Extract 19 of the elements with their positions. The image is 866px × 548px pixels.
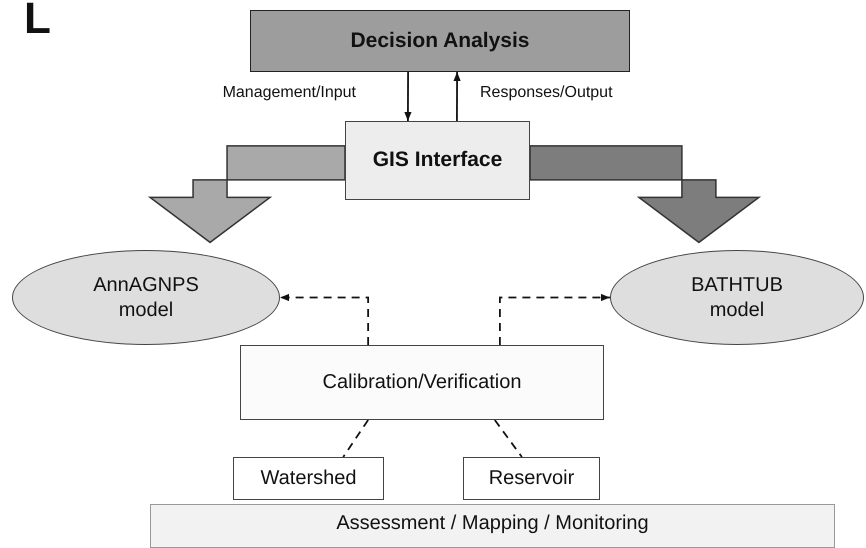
- dashed-arrow: [280, 294, 370, 345]
- process-box: Watershed: [233, 457, 384, 500]
- band-box: Assessment / Mapping / Monitoring: [150, 504, 835, 548]
- process-box: GIS Interface: [345, 121, 530, 200]
- model-ellipse: BATHTUB model: [610, 250, 864, 345]
- block-arrow: [148, 145, 346, 244]
- process-box: Calibration/Verification: [240, 345, 604, 420]
- arrow: [404, 72, 412, 121]
- block-arrow: [529, 145, 762, 244]
- arrow: [453, 72, 461, 121]
- edge-label: Management/Input: [220, 84, 358, 102]
- dashed-line: [494, 419, 523, 458]
- dashed-arrow: [499, 294, 610, 345]
- title-banner: Decision Analysis: [250, 10, 630, 72]
- model-ellipse: AnnAGNPS model: [12, 250, 280, 345]
- panel-letter: L: [23, 0, 52, 44]
- process-box: Reservoir: [463, 457, 600, 500]
- dashed-line: [342, 420, 369, 458]
- edge-label: Responses/Output: [478, 84, 615, 102]
